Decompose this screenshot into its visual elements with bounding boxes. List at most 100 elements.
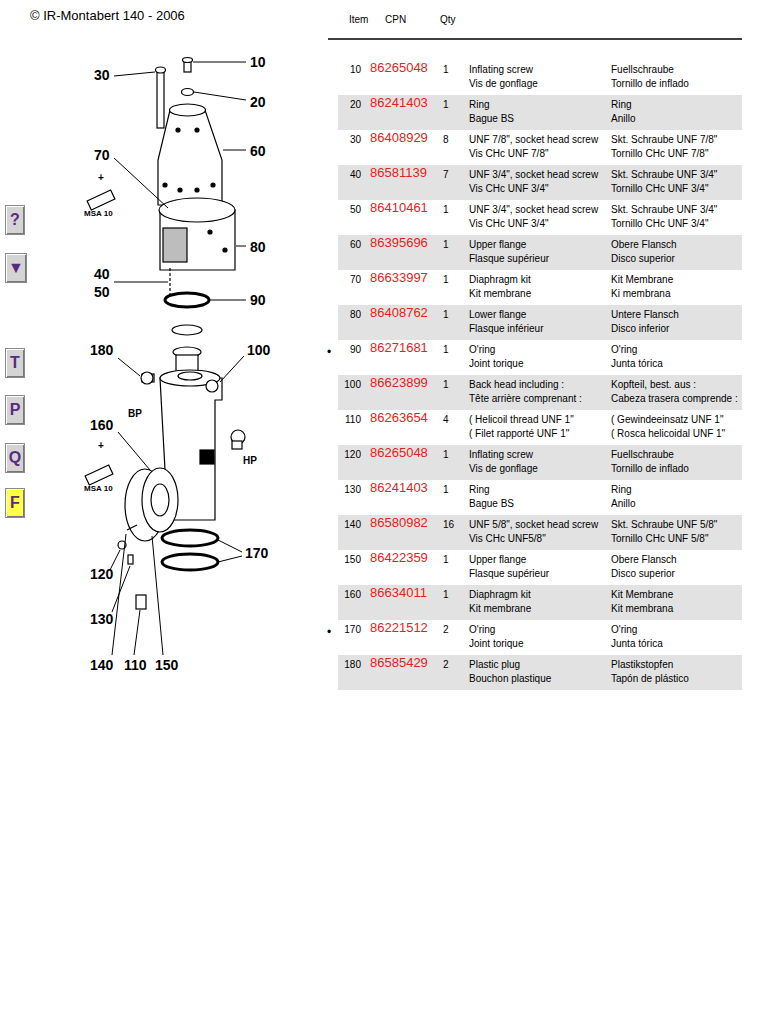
description-en: O'ring [469, 624, 495, 636]
tool-label: MSA 10 [84, 484, 113, 493]
exploded-view [85, 58, 245, 610]
quantity: 8 [443, 134, 449, 146]
description-en: Upper flange [469, 554, 526, 566]
description-es: ( Rosca helicoidal UNF 1" [611, 428, 725, 440]
description-en: O'ring [469, 344, 495, 356]
description-es: Tornillo CHc UNF 3/4" [611, 183, 708, 195]
description-de: Skt. Schraube UNF 3/4" [611, 204, 717, 216]
description-de: Kit Membrane [611, 274, 673, 286]
port-label: BP [128, 408, 142, 420]
description-de: Untere Flansch [611, 309, 679, 321]
description-fr: Kit membrane [469, 288, 531, 300]
description-de: Fuellschraube [611, 449, 674, 461]
part-number: 86623899 [370, 376, 428, 391]
button-label: F [10, 494, 20, 512]
part-number: 86263654 [370, 411, 428, 426]
description-es: Ki membrana [611, 288, 670, 300]
part-number: 86581139 [370, 166, 427, 181]
description-fr: Bague BS [469, 498, 514, 510]
callout-number: 30 [94, 67, 110, 83]
description-es: Junta tórica [611, 638, 663, 650]
quantity: 1 [443, 309, 449, 321]
description-fr: Vis CHc UNF 3/4" [469, 183, 549, 195]
item-number: 50 [350, 204, 361, 216]
callout-number: 50 [94, 284, 110, 300]
description-de: ( Gewindeeinsatz UNF 1" [611, 414, 723, 426]
item-number: 100 [344, 379, 361, 391]
item-number: 30 [350, 134, 361, 146]
callout-number: 70 [94, 147, 110, 163]
bullet-mark: • [327, 626, 331, 640]
description-de: Obere Flansch [611, 239, 677, 251]
quantity: 1 [443, 239, 449, 251]
description-en: Back head including : [469, 379, 564, 391]
callout-number: 80 [250, 239, 266, 255]
callout-number: 130 [90, 611, 113, 627]
callout-number: 160 [90, 417, 113, 433]
description-en: UNF 3/4", socket head screw [469, 204, 598, 216]
item-number: 120 [344, 449, 361, 461]
callout-number: 10 [250, 54, 266, 70]
item-number: 20 [350, 99, 361, 111]
button-label: ▼ [8, 259, 24, 277]
plus-sign: + [98, 440, 104, 452]
callout-number: 170 [245, 545, 268, 561]
description-fr: Flasque inférieur [469, 323, 543, 335]
button-label: Q [9, 449, 21, 467]
description-es: Disco superior [611, 253, 675, 265]
description-de: Skt. Schraube UNF 7/8" [611, 134, 717, 146]
description-es: Kit membrana [611, 603, 673, 615]
quantity: 4 [443, 414, 449, 426]
callout-number: 60 [250, 143, 266, 159]
description-en: ( Helicoil thread UNF 1" [469, 414, 574, 426]
part-number: 86585429 [370, 656, 428, 671]
description-es: Tornillo CHc UNF 5/8" [611, 533, 708, 545]
item-number: 140 [344, 519, 361, 531]
part-number: 86265048 [370, 61, 428, 76]
quantity: 2 [443, 624, 449, 636]
description-fr: Tête arrière comprenant : [469, 393, 582, 405]
table-bands [338, 95, 742, 690]
description-fr: Vis de gonflage [469, 78, 538, 90]
part-number: 86633997 [370, 271, 428, 286]
description-de: O'ring [611, 624, 637, 636]
description-es: Tapón de plástico [611, 673, 689, 685]
part-number: 86410461 [370, 201, 428, 216]
part-number: 86408929 [370, 131, 428, 146]
description-fr: Joint torique [469, 638, 523, 650]
description-de: Skt. Schraube UNF 5/8" [611, 519, 717, 531]
description-fr: Bouchon plastique [469, 673, 551, 685]
description-fr: Vis CHc UNF5/8" [469, 533, 546, 545]
callout-number: 110 [124, 657, 147, 673]
description-es: Tornillo CHc UNF 3/4" [611, 218, 708, 230]
description-de: Ring [611, 99, 632, 111]
description-en: Diaphragm kit [469, 274, 531, 286]
description-en: Inflating screw [469, 449, 533, 461]
item-number: 160 [344, 589, 361, 601]
callout-number: 180 [90, 342, 113, 358]
item-number: 130 [344, 484, 361, 496]
callout-number: 90 [250, 292, 266, 308]
description-de: Skt. Schraube UNF 3/4" [611, 169, 717, 181]
description-fr: Kit membrane [469, 603, 531, 615]
item-number: 40 [350, 169, 361, 181]
item-number: 80 [350, 309, 361, 321]
button-label: P [10, 401, 21, 419]
quantity: 1 [443, 589, 449, 601]
quantity: 1 [443, 379, 449, 391]
item-number: 90 [350, 344, 361, 356]
column-header: Item [349, 14, 368, 26]
callout-number: 120 [90, 566, 113, 582]
description-en: Plastic plug [469, 659, 520, 671]
description-de: Kit Membrane [611, 589, 673, 601]
part-number: 86241403 [370, 481, 428, 496]
quantity: 1 [443, 554, 449, 566]
description-es: Tornillo de inflado [611, 463, 689, 475]
quantity: 7 [443, 169, 449, 181]
description-es: Disco inferior [611, 323, 669, 335]
description-fr: Vis CHc UNF 3/4" [469, 218, 549, 230]
bullet-mark: • [327, 346, 331, 360]
description-fr: Flasque supérieur [469, 253, 549, 265]
description-de: O'ring [611, 344, 637, 356]
callout-number: 40 [94, 266, 110, 282]
